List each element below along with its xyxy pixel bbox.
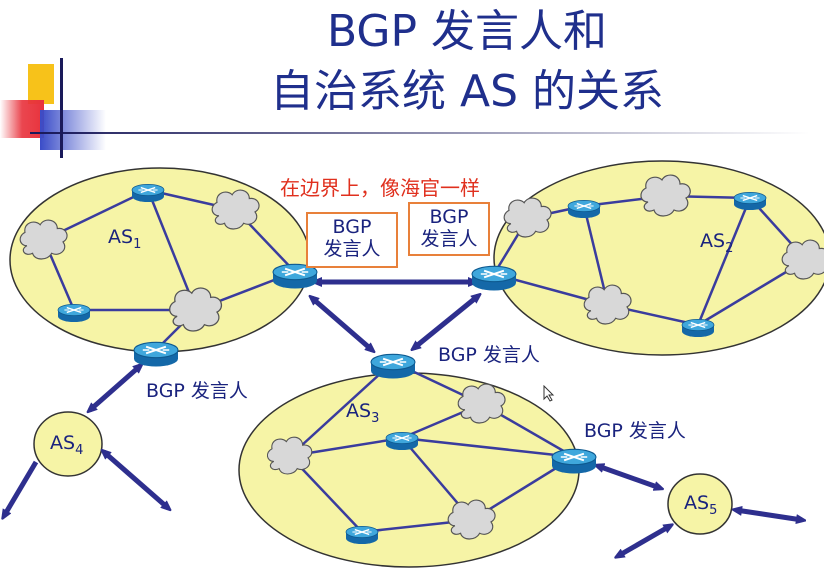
arrow-as1-as3 (312, 298, 372, 350)
network-cloud-icon (781, 239, 824, 280)
as4-label-sub: 4 (75, 443, 84, 458)
as3-label-name: AS (346, 400, 372, 422)
corner-decoration (0, 58, 810, 158)
speaker-label-right: BGP 发言人 (584, 420, 686, 442)
annotation-text: 在边界上，像海官一样 (280, 176, 480, 200)
arrow-as2-as3 (414, 296, 478, 348)
router-icon (272, 263, 318, 289)
speaker-box-right: BGP 发言人 (408, 202, 490, 256)
as5-label-name: AS (684, 492, 710, 514)
as2-label-name: AS (700, 230, 726, 252)
routers (57, 183, 767, 544)
as5-label: AS5 (684, 492, 717, 518)
router-icon (567, 199, 601, 218)
as4-label-name: AS (50, 432, 76, 454)
arrow-as5-out1 (618, 526, 670, 556)
router-icon (131, 183, 165, 202)
speaker-box-left-line1: BGP (332, 216, 372, 238)
router-icon (681, 318, 715, 337)
as4-label: AS4 (50, 432, 83, 458)
router-icon (733, 191, 767, 210)
speaker-box-right-line1: BGP (429, 206, 469, 228)
speaker-box-left: BGP 发言人 (306, 212, 398, 268)
as3-label-sub: 3 (371, 411, 380, 426)
as1-label-name: AS (108, 226, 134, 248)
mouse-cursor-icon (543, 385, 555, 402)
router-icon (57, 303, 91, 322)
speaker-label-center: BGP 发言人 (438, 344, 540, 366)
router-icon (471, 265, 517, 291)
as2-label-sub: 2 (725, 241, 734, 256)
as4-region (33, 411, 103, 477)
arrow-as5-out2 (736, 510, 802, 520)
arrow-as4-out2 (104, 452, 168, 508)
as2-label: AS2 (700, 230, 733, 256)
speaker-box-left-line2: 发言人 (323, 238, 381, 260)
router-icon (551, 448, 597, 474)
page-title-line2: 自治系统 AS 的关系 (269, 66, 664, 117)
router-icon (345, 525, 379, 544)
speaker-label-left: BGP 发言人 (146, 380, 248, 402)
as1-label: AS1 (108, 226, 141, 252)
as5-label-sub: 5 (709, 503, 718, 518)
arrow-as4-out1 (4, 460, 39, 516)
arrow-as3-as5 (598, 466, 660, 488)
bgp-sessions (4, 282, 802, 556)
as5-region (667, 473, 733, 535)
as3-label: AS3 (346, 400, 379, 426)
router-icon (385, 431, 419, 450)
page-title-line1: BGP 发言人和 (326, 6, 608, 57)
router-icon (370, 353, 416, 379)
speaker-box-right-line2: 发言人 (420, 228, 478, 250)
router-icon (133, 341, 179, 367)
arrow-as1-as4 (90, 366, 140, 410)
as1-label-sub: 1 (133, 237, 142, 252)
